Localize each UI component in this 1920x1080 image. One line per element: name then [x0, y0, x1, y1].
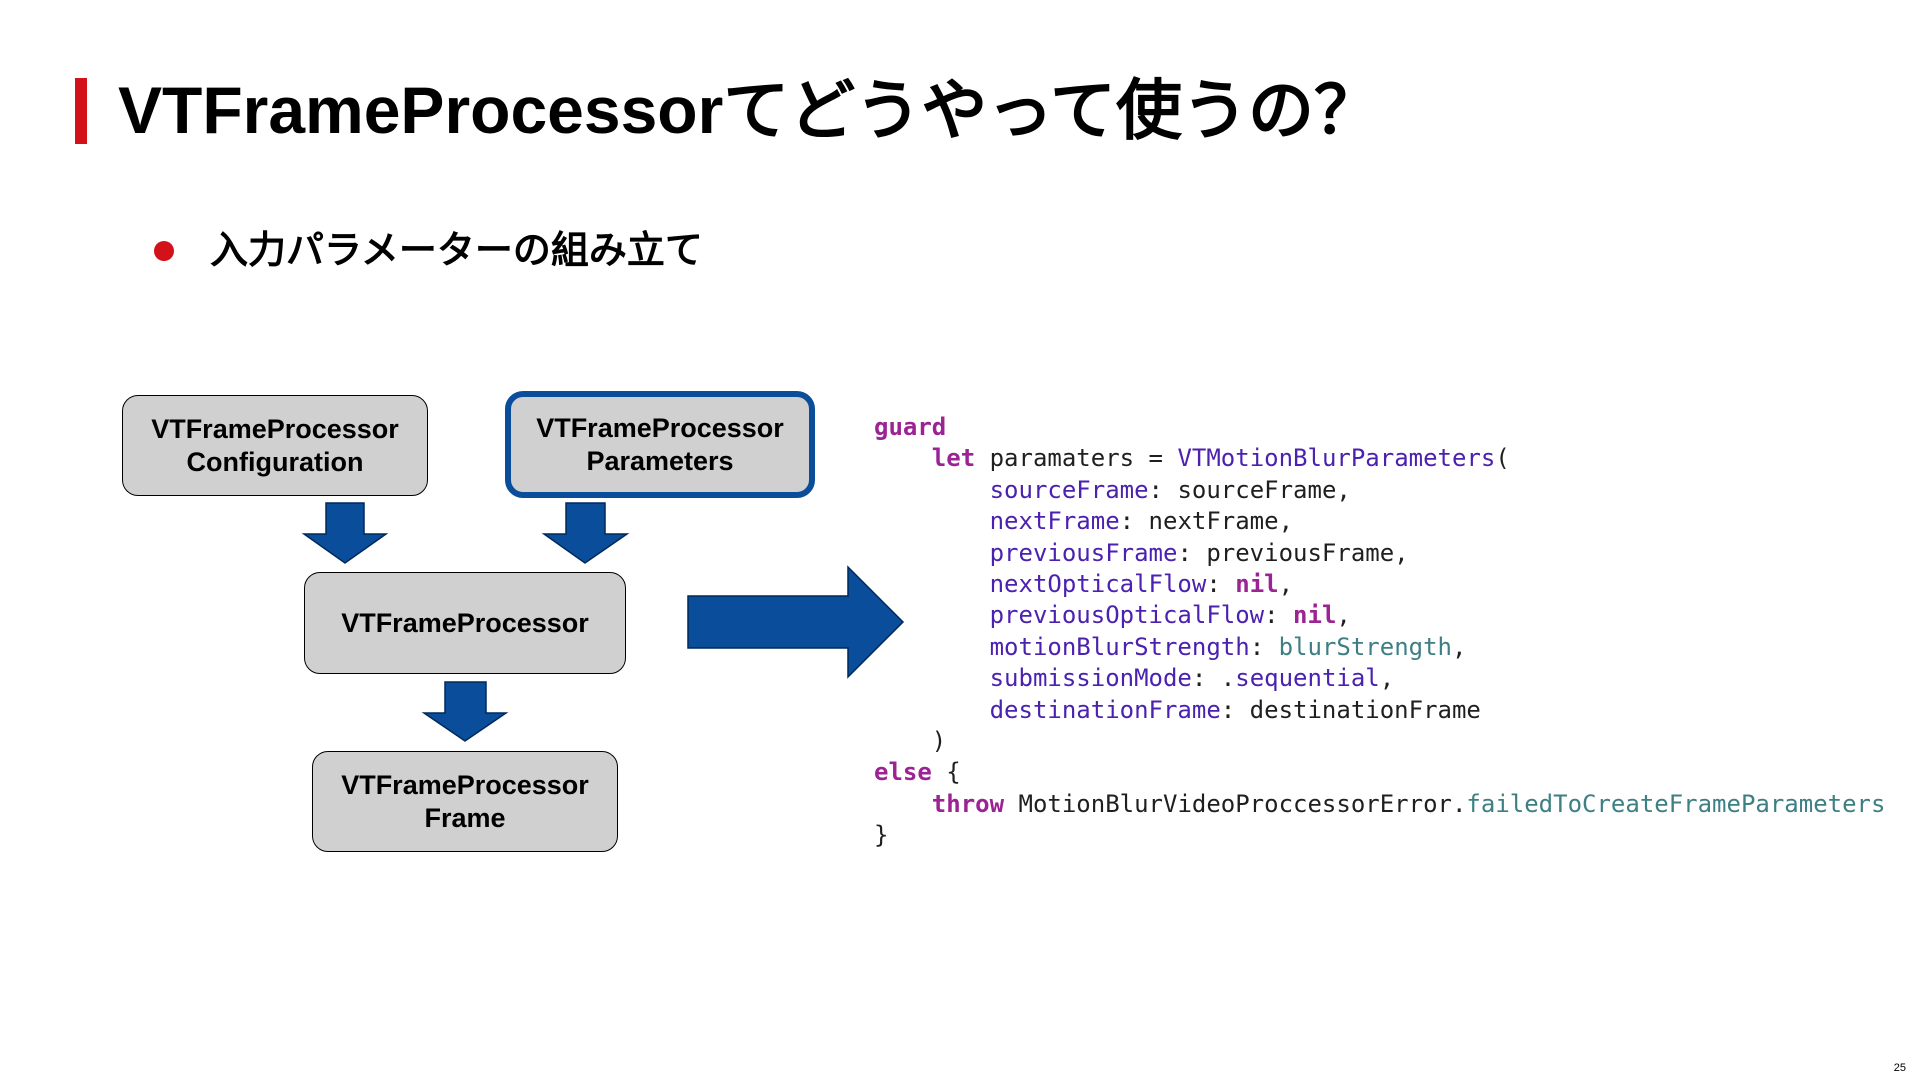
code-token [874, 476, 990, 504]
bullet-dot [154, 241, 174, 261]
title-accent-bar [75, 78, 87, 144]
code-line: let paramaters = VTMotionBlurParameters( [874, 443, 1885, 474]
code-token: , [1451, 632, 1467, 661]
code-token [874, 664, 990, 692]
down-arrow-from-processor [421, 681, 509, 742]
configuration-box: VTFrameProcessor Configuration [122, 395, 428, 496]
page-number: 25 [1893, 1062, 1906, 1074]
down-arrow-from-configuration [301, 502, 389, 564]
code-token: throw [931, 789, 1005, 818]
frame-box: VTFrameProcessor Frame [312, 751, 618, 852]
box-label-line1: VTFrameProcessor [341, 769, 589, 800]
box-label-line2: Frame [424, 802, 506, 833]
box-label-line2: Configuration [186, 446, 364, 477]
code-token [874, 696, 990, 724]
code-token [874, 507, 990, 535]
code-token [874, 444, 932, 472]
code-line: motionBlurStrength: blurStrength, [874, 632, 1885, 663]
code-line: } [874, 820, 1885, 851]
code-line: nextOpticalFlow: nil, [874, 569, 1885, 600]
code-line: else { [874, 757, 1885, 788]
code-token: : [1264, 601, 1294, 630]
code-token [874, 790, 932, 818]
code-token: else [874, 758, 932, 787]
code-line: guard [874, 412, 1885, 443]
code-token: nextOpticalFlow [989, 570, 1207, 599]
code-token: VTMotionBlurParameters [1177, 444, 1496, 473]
code-token: : [1249, 632, 1279, 661]
code-line: previousOpticalFlow: nil, [874, 600, 1885, 631]
box-label-line2: Parameters [586, 445, 734, 476]
code-token: : sourceFrame, [1148, 475, 1351, 504]
code-line: previousFrame: previousFrame, [874, 538, 1885, 569]
code-token [874, 633, 990, 661]
code-line: nextFrame: nextFrame, [874, 506, 1885, 537]
processor-box: VTFrameProcessor [304, 572, 626, 674]
code-token: failedToCreateFrameParameters [1466, 789, 1886, 818]
code-token: , [1336, 601, 1351, 630]
box-label-line1: VTFrameProcessor [341, 607, 589, 638]
code-token: nil [1293, 601, 1337, 630]
code-line: submissionMode: .sequential, [874, 663, 1885, 694]
code-token: : [1206, 570, 1236, 599]
code-token [874, 601, 990, 629]
down-arrow-from-parameters [541, 502, 630, 564]
slide-title: VTFrameProcessorてどうやって使うの？ [118, 73, 1380, 147]
code-line: ) [874, 726, 1885, 757]
code-token: let [931, 444, 976, 473]
code-token: sequential [1235, 664, 1380, 693]
code-token: previousFrame [989, 538, 1178, 567]
code-token [874, 570, 990, 598]
code-token: } [874, 821, 889, 850]
code-token: guard [874, 413, 947, 441]
box-label-line1: VTFrameProcessor [151, 413, 399, 444]
code-token: nextFrame [989, 507, 1120, 536]
box-label-line1: VTFrameProcessor [536, 412, 784, 443]
code-token: ( [1495, 444, 1510, 473]
code-line: destinationFrame: destinationFrame [874, 695, 1885, 726]
code-token: : nextFrame, [1119, 507, 1294, 536]
code-token: previousOpticalFlow [989, 601, 1265, 630]
code-token: destinationFrame [989, 695, 1221, 724]
code-token: , [1278, 570, 1294, 599]
code-token [874, 539, 990, 567]
code-token: paramaters = [975, 444, 1178, 473]
code-token: sourceFrame [989, 475, 1149, 504]
parameters-box: VTFrameProcessor Parameters [505, 391, 815, 498]
bullet-text: 入力パラメーターの組み立て [210, 230, 703, 272]
code-token: MotionBlurVideoProccessorError. [1004, 789, 1467, 818]
code-token: : destinationFrame [1220, 695, 1481, 724]
code-line: throw MotionBlurVideoProccessorError.fai… [874, 789, 1886, 820]
right-arrow-to-code [687, 565, 905, 679]
code-token: blurStrength [1278, 632, 1452, 661]
code-token: , [1379, 664, 1395, 693]
code-line: sourceFrame: sourceFrame, [874, 475, 1885, 506]
code-block: guard let paramaters = VTMotionBlurParam… [874, 412, 1885, 852]
code-token: motionBlurStrength [989, 632, 1250, 661]
code-token: : previousFrame, [1177, 538, 1409, 567]
code-token: ) [874, 727, 947, 756]
code-token: { [931, 758, 961, 787]
code-token: : . [1191, 664, 1236, 693]
code-token: submissionMode [989, 664, 1192, 693]
code-token: nil [1235, 570, 1279, 599]
